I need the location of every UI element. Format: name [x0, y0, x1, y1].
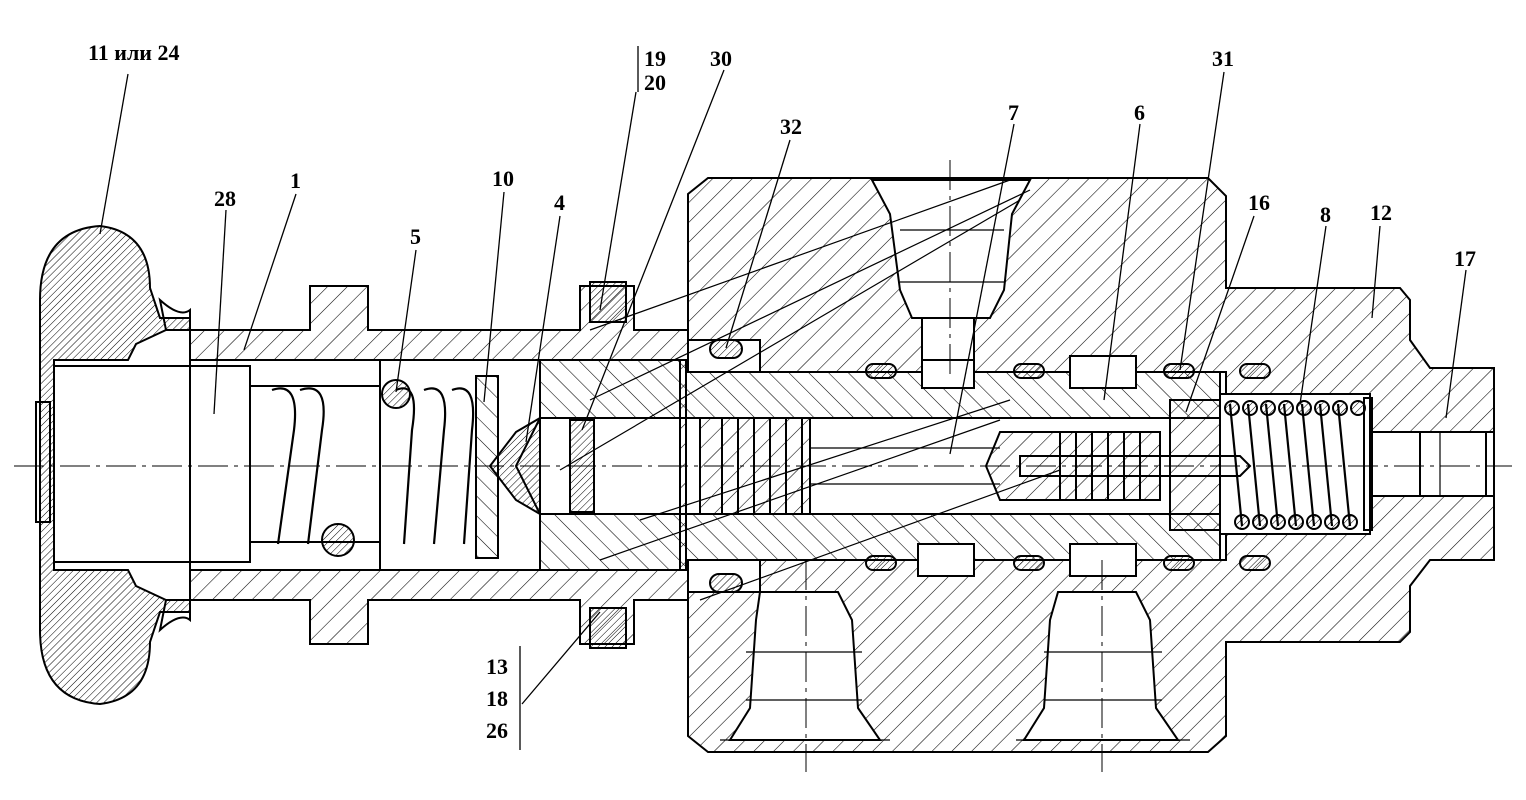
- left-housing: [189, 281, 743, 649]
- label-4: 4: [554, 190, 565, 215]
- label-30: 30: [710, 46, 732, 71]
- label-12: 12: [1370, 200, 1392, 225]
- label-32: 32: [780, 114, 802, 139]
- rubber-cap: [35, 224, 191, 706]
- label-13: 13: [486, 654, 508, 679]
- label-19: 19: [644, 46, 666, 71]
- label-31: 31: [1212, 46, 1234, 71]
- label-1: 1: [290, 168, 301, 193]
- label-11-24: 11 или 24: [88, 40, 179, 65]
- spool: [699, 399, 1252, 531]
- label-5: 5: [410, 224, 421, 249]
- label-20: 20: [644, 70, 666, 95]
- valve-sleeve: [685, 355, 1271, 577]
- label-6: 6: [1134, 100, 1145, 125]
- label-8: 8: [1320, 202, 1331, 227]
- label-26: 26: [486, 718, 508, 743]
- construction-lines: [559, 179, 1061, 601]
- label-17: 17: [1454, 246, 1476, 271]
- leader-lines: [99, 46, 1467, 750]
- label-28: 28: [214, 186, 236, 211]
- label-16: 16: [1248, 190, 1270, 215]
- right-spring: [1224, 397, 1373, 531]
- label-18: 18: [486, 686, 508, 711]
- label-10: 10: [492, 166, 514, 191]
- label-7: 7: [1008, 100, 1019, 125]
- callout-labels: 11 или 24 28 1 5 10 4 19 20 30 32 7 6 31…: [88, 40, 1476, 743]
